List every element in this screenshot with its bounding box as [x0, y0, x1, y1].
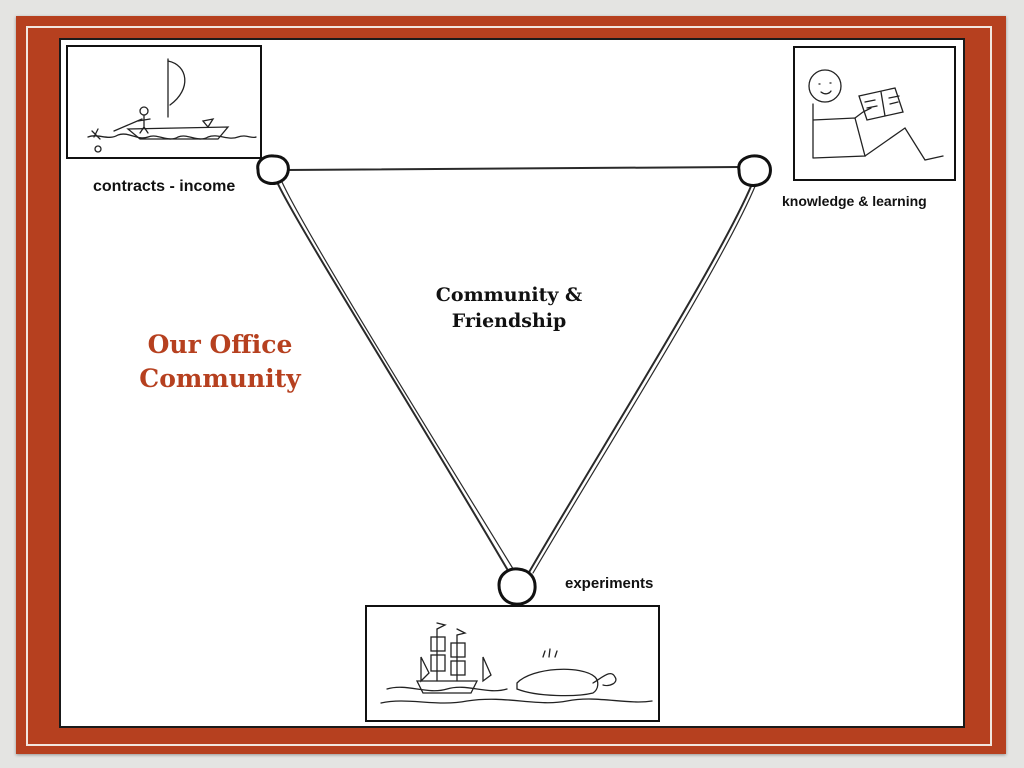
center-title: Community & Friendship — [404, 282, 614, 334]
sailboat-sketch-icon — [87, 58, 257, 153]
reader-sketch — [793, 46, 956, 181]
node-top-left — [256, 154, 290, 185]
slide-title-line1: Our Office — [147, 330, 293, 359]
frame-inner-border — [26, 26, 992, 746]
node-label-knowledge-learning: knowledge & learning — [782, 193, 927, 209]
edge-left-inner — [281, 181, 516, 573]
reader-sketch-icon — [808, 69, 944, 161]
edge-right-inner — [532, 183, 757, 574]
edge-left — [277, 183, 511, 575]
edge-right — [527, 183, 753, 575]
slide-title: Our Office Community — [120, 328, 320, 396]
edge-top — [285, 166, 741, 171]
slide-title-line2: Community — [139, 364, 301, 393]
ship-whale-sketch — [365, 605, 660, 722]
sailboat-sketch — [66, 45, 262, 159]
ship-and-whale-sketch-icon — [380, 622, 653, 704]
node-label-experiments: experiments — [565, 575, 654, 592]
center-title-line2: Friendship — [451, 310, 567, 332]
center-title-line1: Community & — [435, 284, 583, 306]
node-top-right — [737, 154, 772, 187]
node-label-contracts-income: contracts - income — [93, 178, 236, 195]
node-bottom — [497, 567, 537, 606]
